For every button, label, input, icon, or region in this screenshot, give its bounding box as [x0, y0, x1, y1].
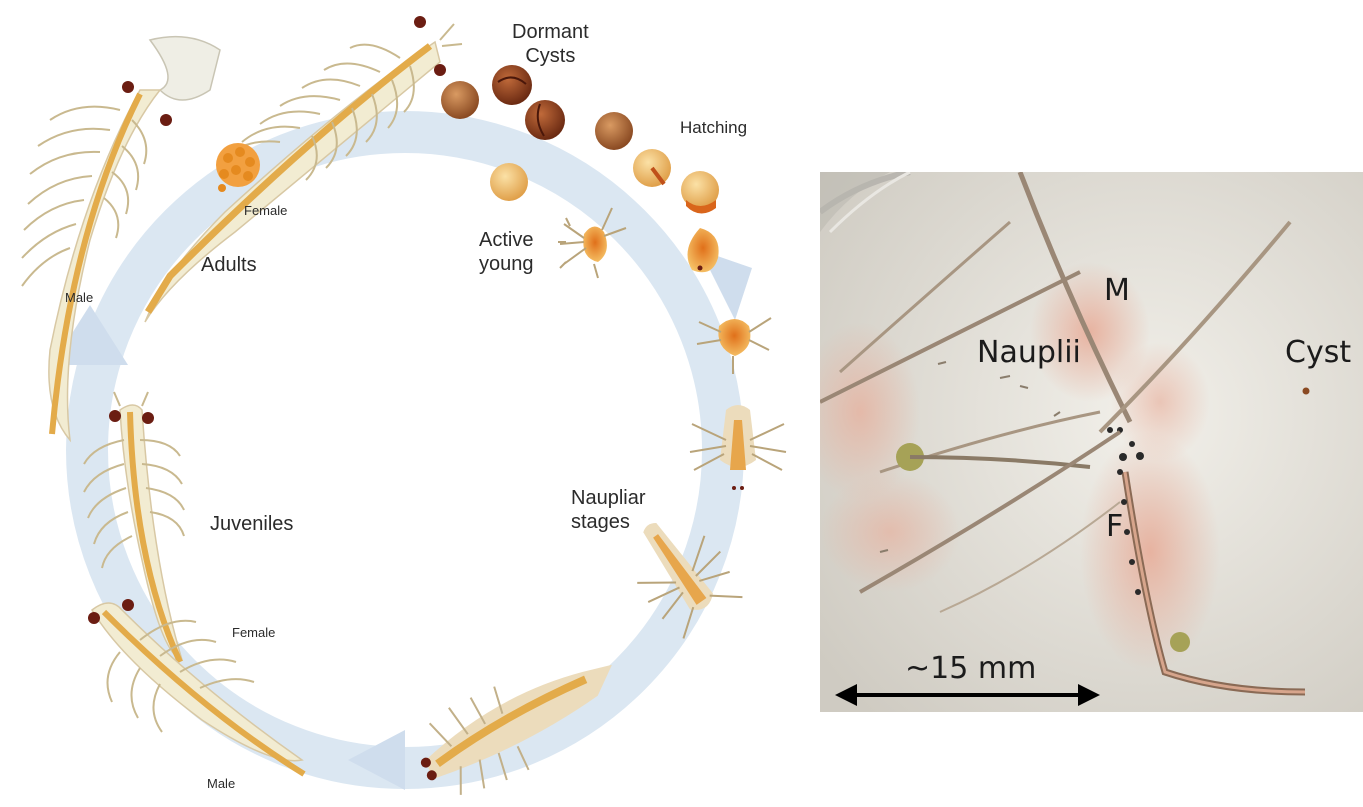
- artemia-photograph: [820, 172, 1363, 712]
- label-hatching: Hatching: [680, 118, 747, 138]
- label-dormant-cysts: Dormant Cysts: [512, 20, 589, 68]
- photo-label-nauplii: Nauplii: [977, 336, 1081, 370]
- scale-bar-arrow: [835, 680, 1100, 710]
- dormant-cyst: [441, 81, 479, 119]
- photo-label-male: M: [1104, 274, 1130, 308]
- label-female-mid: Female: [232, 625, 275, 640]
- label-male-top: Male: [65, 290, 93, 305]
- label-adults: Adults: [201, 253, 257, 277]
- label-naupliar-stages: Naupliar stages: [571, 486, 645, 534]
- label-juveniles: Juveniles: [210, 512, 293, 536]
- label-male-bottom: Male: [207, 776, 235, 791]
- dormant-cyst: [595, 112, 633, 150]
- dormant-cyst: [492, 65, 532, 105]
- dormant-cyst: [525, 100, 565, 140]
- emerging-nauplius: [688, 228, 719, 272]
- hydrated-cyst: [490, 163, 528, 201]
- label-active-young: Active young: [479, 228, 534, 276]
- label-female-top: Female: [244, 203, 287, 218]
- photo-cyst: [1303, 388, 1310, 395]
- photo-label-cyst: Cyst: [1285, 336, 1351, 370]
- photo-label-female: F: [1106, 510, 1123, 544]
